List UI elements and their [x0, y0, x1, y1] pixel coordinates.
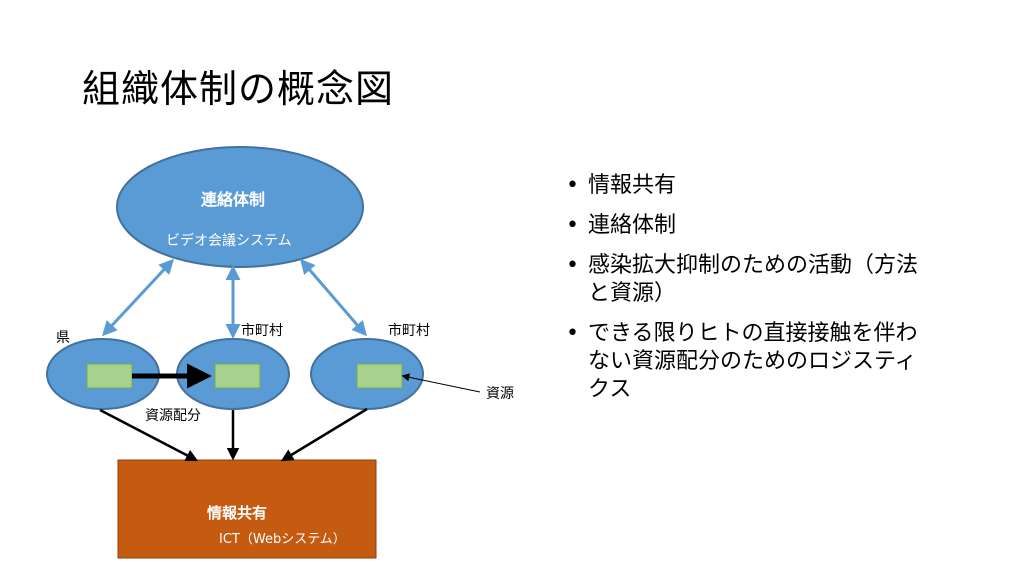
info-sharing-subtitle: ICT（Webシステム） — [219, 532, 346, 547]
municipality-label-1: 市町村 — [241, 323, 283, 339]
bullet-list: 情報共有 連絡体制 感染拡大抑制のための活動（方法と資源） できる限りヒトの直接… — [560, 172, 960, 416]
info-sharing-title: 情報共有 — [207, 504, 268, 522]
flow-arrow-municipality-2 — [280, 407, 368, 462]
allocation-label: 資源配分 — [145, 408, 201, 424]
prefecture-label: 県 — [56, 330, 70, 346]
flow-arrow-prefecture — [99, 408, 199, 462]
bullet-item: できる限りヒトの直接接触を伴わない資源配分のためのロジスティクス — [560, 320, 938, 404]
link-arrow-municipality-2 — [300, 258, 367, 337]
bullet-item: 感染拡大抑制のための活動（方法と資源） — [560, 252, 918, 308]
communication-subtitle: ビデオ会議システム — [166, 233, 292, 249]
resource-label: 資源 — [486, 386, 514, 402]
info-sharing-box — [117, 459, 377, 559]
resource-box-municipality-1 — [214, 363, 261, 389]
communication-title: 連絡体制 — [201, 190, 266, 209]
resource-box-municipality-2 — [356, 363, 403, 389]
bullet-item: 情報共有 — [560, 172, 960, 200]
bullet-item: 連絡体制 — [560, 212, 960, 240]
slide-title: 組織体制の概念図 — [82, 67, 395, 111]
resource-box-prefecture — [86, 363, 133, 389]
municipality-label-2: 市町村 — [388, 323, 430, 339]
link-arrow-prefecture — [101, 258, 175, 337]
resource-pointer-arrow — [401, 373, 481, 393]
